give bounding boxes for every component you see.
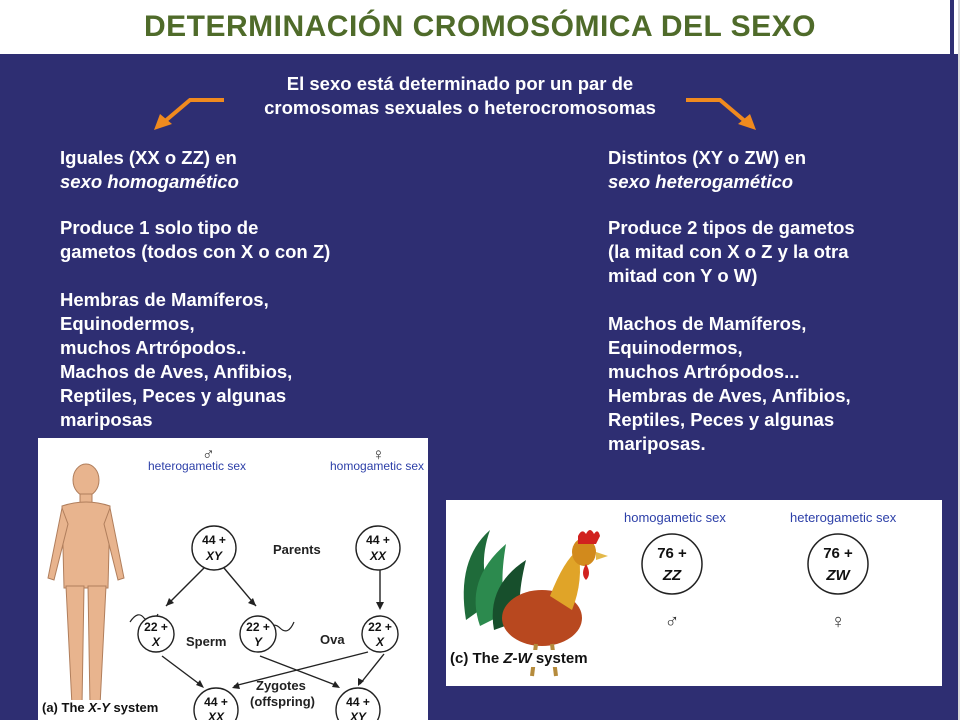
- sperm-y-cell: [239, 615, 277, 653]
- xy-system-diagram: heterogametic sex homogametic sex ♂ ♀ Pa…: [47, 445, 424, 720]
- left-paragraph-1: Iguales (XX o ZZ) en sexo homogamético: [60, 146, 430, 194]
- xy-male-symbol: ♂: [202, 445, 215, 464]
- arrow-left-icon: [154, 98, 224, 130]
- zw-caption-system: Z-W: [503, 650, 532, 667]
- zygote-female-count: 44 +: [204, 695, 228, 709]
- offspring-label: (offspring): [250, 694, 315, 709]
- left-p3-line: Machos de Aves, Anfibios,: [60, 361, 293, 382]
- zw-cell: [807, 533, 869, 595]
- right-paragraph-2: Produce 2 tipos de gametos (la mitad con…: [608, 216, 948, 288]
- zw-caption: (c) The Z-W system: [448, 650, 590, 667]
- parent-female-count: 44 +: [366, 533, 390, 547]
- parents-label: Parents: [273, 542, 321, 557]
- intro-text: El sexo está determinado por un par de c…: [200, 72, 720, 120]
- zz-chromosomes: ZZ: [662, 567, 682, 584]
- left-p2-line2: gametos (todos con X o con Z): [60, 241, 331, 262]
- zw-caption-suffix: system: [531, 650, 588, 667]
- zw-heterogametic-label: heterogametic sex: [790, 510, 897, 525]
- left-p2-line1: Produce 1 solo tipo de: [60, 217, 259, 238]
- zz-count: 76 +: [657, 545, 687, 562]
- zz-cell: [641, 533, 703, 595]
- parent-male-cell: [191, 525, 237, 571]
- xy-caption-system: X-Y: [88, 700, 110, 715]
- parent-female-cell: [355, 525, 401, 571]
- right-p1-term: sexo heterogamético: [608, 171, 794, 192]
- parent-male-count: 44 +: [202, 533, 226, 547]
- slide-body: El sexo está determinado por un par de c…: [0, 54, 958, 720]
- right-p3-line: Reptiles, Peces y algunas: [608, 409, 835, 430]
- zw-chromosomes: ZW: [825, 567, 851, 584]
- left-p1-line1: Iguales (XX o ZZ) en: [60, 147, 237, 168]
- left-p3-line: muchos Artrópodos..: [60, 337, 247, 358]
- intro-line-2: cromosomas sexuales o heterocromosomas: [264, 97, 656, 118]
- left-p3-line: Hembras de Mamíferos,: [60, 289, 269, 310]
- right-p2-line: (la mitad con X o Z y la otra: [608, 241, 849, 262]
- ova-x-chromosome: X: [375, 635, 385, 649]
- zygote-female-chromosomes: XX: [207, 710, 225, 720]
- ova-x-cell: [361, 615, 399, 653]
- right-p1-line1: Distintos (XY o ZW) en: [608, 147, 807, 168]
- right-p3-line: Machos de Mamíferos,: [608, 313, 807, 334]
- right-p3-line: Hembras de Aves, Anfibios,: [608, 385, 851, 406]
- zw-system-diagram: homogametic sex heterogametic sex 76 + Z…: [463, 510, 897, 677]
- zw-count: 76 +: [823, 545, 853, 562]
- zw-male-symbol: ♂: [665, 611, 680, 633]
- right-paragraph-3: Machos de Mamíferos, Equinodermos, mucho…: [608, 312, 948, 456]
- xy-cells: [137, 525, 401, 720]
- ova-x-count: 22 +: [368, 620, 392, 634]
- rooster-icon: [463, 530, 608, 677]
- xy-arrowheads: [166, 598, 384, 689]
- right-p3-line: Equinodermos,: [608, 337, 743, 358]
- zygote-male-cell: [335, 687, 381, 720]
- parent-female-chromosomes: XX: [369, 549, 387, 563]
- xy-caption: (a) The X-Y system: [40, 700, 161, 715]
- xy-arrows: [161, 567, 385, 687]
- sperm-y-chromosome: Y: [254, 635, 263, 649]
- parent-male-chromosomes: XY: [205, 549, 223, 563]
- slide-title: DETERMINACIÓN CROMOSÓMICA DEL SEXO: [0, 0, 960, 54]
- right-p3-line: mariposas.: [608, 433, 706, 454]
- xy-system-figure: heterogametic sex homogametic sex ♂ ♀ Pa…: [38, 438, 428, 720]
- intro-line-1: El sexo está determinado por un par de: [286, 73, 634, 94]
- right-p3-line: muchos Artrópodos...: [608, 361, 800, 382]
- sperm-y-count: 22 +: [246, 620, 270, 634]
- zw-homogametic-label: homogametic sex: [624, 510, 726, 525]
- zygote-male-count: 44 +: [346, 695, 370, 709]
- sperm-label: Sperm: [186, 634, 226, 649]
- right-p2-line: mitad con Y o W): [608, 265, 758, 286]
- left-paragraph-2: Produce 1 solo tipo de gametos (todos co…: [60, 216, 430, 264]
- xy-caption-prefix: (a) The: [42, 700, 89, 715]
- human-figure-icon: [47, 463, 125, 707]
- zygote-female-cell: [193, 687, 239, 720]
- zygote-male-chromosomes: XY: [349, 710, 367, 720]
- sperm-x-chromosome: X: [151, 635, 161, 649]
- xy-caption-suffix: system: [109, 700, 159, 715]
- xy-female-symbol: ♀: [372, 445, 385, 464]
- arrow-right-icon: [686, 98, 756, 130]
- zw-female-symbol: ♀: [831, 611, 846, 633]
- title-edge: [950, 0, 954, 54]
- zw-system-figure: homogametic sex heterogametic sex 76 + Z…: [446, 500, 942, 686]
- sperm-x-cell: [137, 615, 175, 653]
- sperm-x-count: 22 +: [144, 620, 168, 634]
- left-p3-line: Reptiles, Peces y algunas: [60, 385, 287, 406]
- xy-homogametic-label: homogametic sex: [330, 459, 424, 473]
- right-edge: [958, 0, 960, 720]
- right-p2-line: Produce 2 tipos de gametos: [608, 217, 855, 238]
- zw-caption-prefix: (c) The: [450, 650, 504, 667]
- xy-heterogametic-label: heterogametic sex: [148, 459, 246, 473]
- zygotes-label: Zygotes: [256, 678, 306, 693]
- right-paragraph-1: Distintos (XY o ZW) en sexo heterogaméti…: [608, 146, 948, 194]
- left-paragraph-3: Hembras de Mamíferos, Equinodermos, much…: [60, 288, 430, 432]
- left-p3-line: mariposas: [60, 409, 153, 430]
- left-p1-term: sexo homogamético: [60, 171, 239, 192]
- ova-label: Ova: [320, 632, 345, 647]
- left-p3-line: Equinodermos,: [60, 313, 195, 334]
